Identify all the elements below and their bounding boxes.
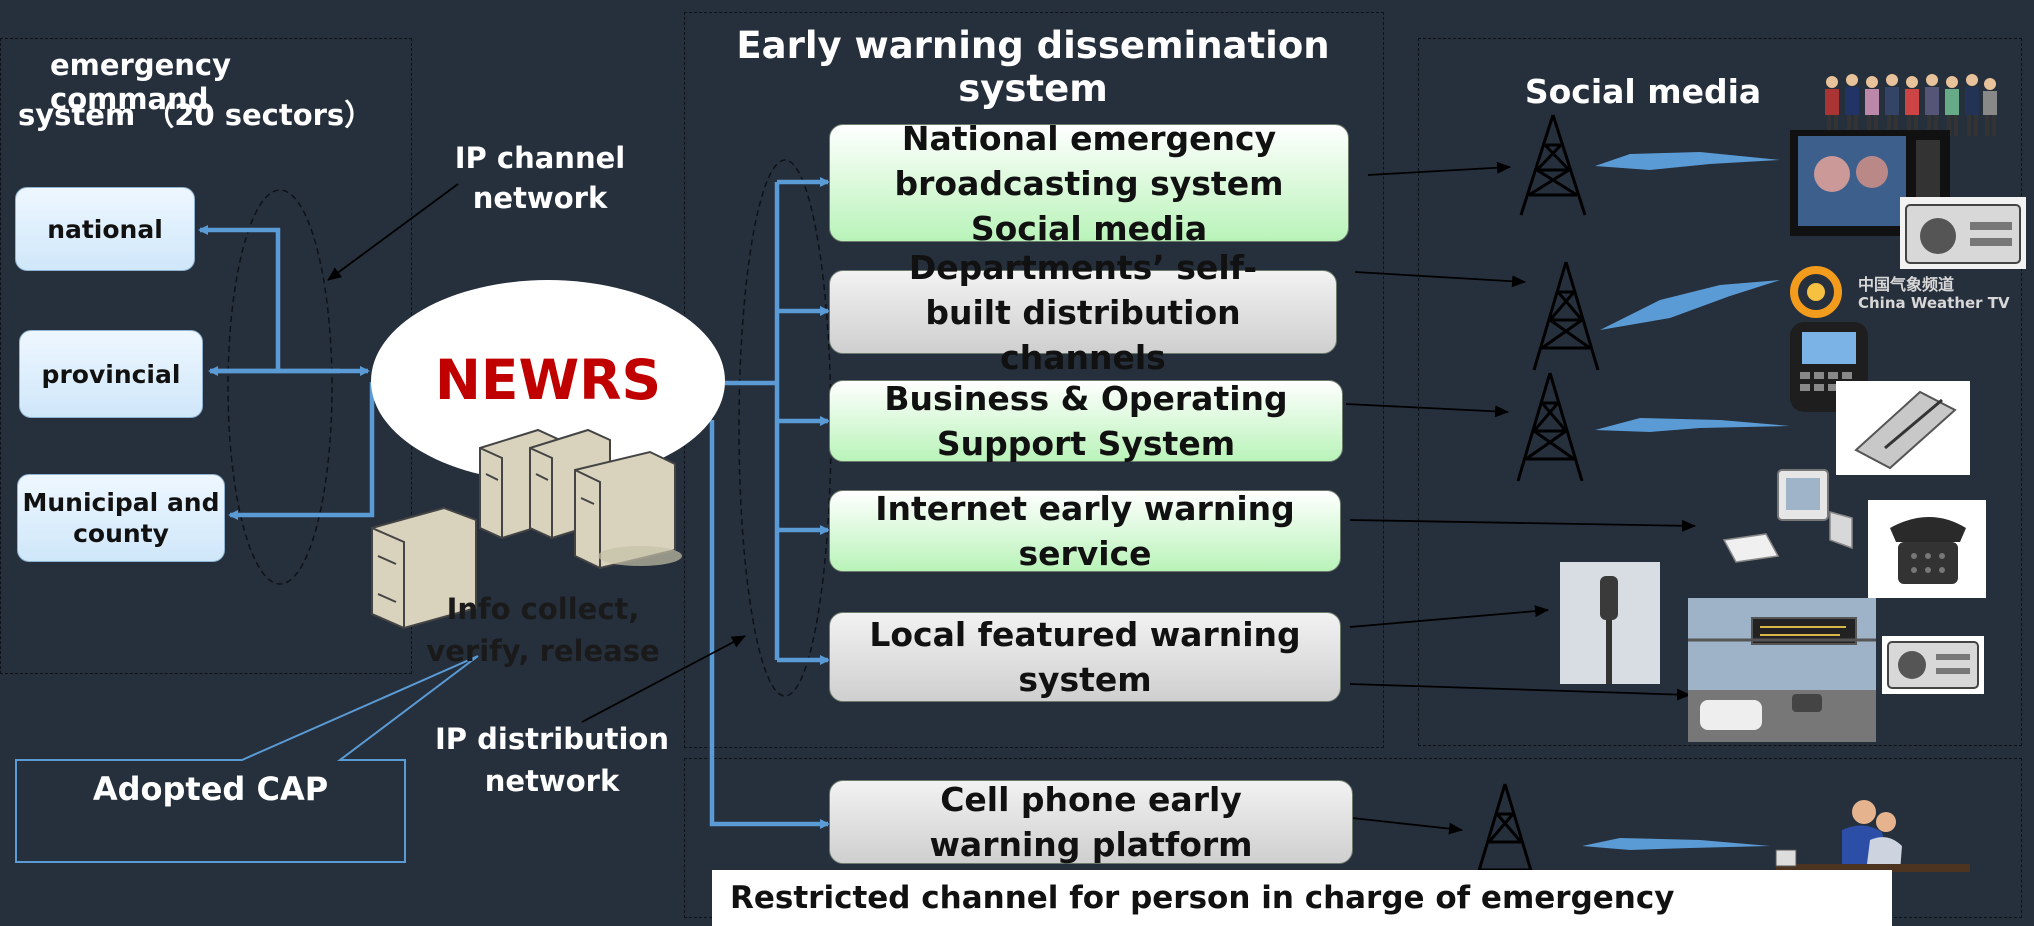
- radio-icon: [1900, 197, 2026, 269]
- highway-sign-icon: [1688, 598, 1876, 742]
- siren-pole-icon: [1560, 562, 1660, 684]
- flip-phone-icon: [1836, 381, 1970, 475]
- weather-tv-logo-en: China Weather TV: [1858, 294, 2010, 312]
- restricted-channel-text: Restricted channel for person in charge …: [730, 880, 1675, 916]
- restricted-channel-banner: Restricted channel for person in charge …: [712, 870, 1892, 926]
- newrs-title: NEWRS: [434, 348, 662, 412]
- command-system-title-line2: system （20 sectors）: [18, 98, 374, 132]
- command-system-title-line1: emergency command: [50, 48, 232, 116]
- signal-wave-icon: [1600, 280, 1780, 330]
- newrs-caption: Info collect, verify, release: [426, 592, 660, 668]
- tower-icon: [1473, 783, 1537, 885]
- tower-icon: [1516, 372, 1584, 482]
- adopted-cap-label: Adopted CAP: [92, 770, 329, 808]
- weather-tv-logo-cn: 中国气象频道: [1858, 275, 1955, 294]
- ip-distribution-label: IP distribution network: [435, 722, 669, 798]
- computer-icon: [1722, 469, 1853, 563]
- ip-channel-label: IP channel network: [454, 141, 626, 215]
- signal-wave-icon: [1582, 838, 1770, 850]
- tower-icon: [1532, 261, 1600, 371]
- signal-wave-icon: [1595, 418, 1790, 432]
- page-title: Early warning dissemination system: [736, 24, 1330, 110]
- municipal-link: [228, 382, 375, 520]
- system-department-channels: Departments’ self-built distribution cha…: [829, 248, 1337, 377]
- telephone-icon: [1868, 500, 1986, 598]
- social-media-label: Social media: [1524, 72, 1762, 111]
- server-icon: [574, 450, 682, 570]
- cap-callout: [15, 655, 479, 863]
- radio-icon: [1882, 636, 1984, 694]
- weather-tv-logo-text: 中国气象频道 China Weather TV: [1858, 275, 2028, 313]
- level-provincial: provincial: [19, 330, 203, 418]
- ip-channel-ellipse: [227, 189, 333, 585]
- system-local-featured: Local featured warning system: [829, 612, 1341, 702]
- level-municipal-county: Municipal and county: [17, 474, 225, 562]
- social-media-frame: [1418, 38, 2022, 746]
- system-national-broadcasting: National emergency broadcasting system S…: [829, 119, 1349, 248]
- tower-icon: [1519, 114, 1587, 216]
- newrs-ellipse: [371, 280, 725, 482]
- server-icon: [371, 506, 477, 630]
- weather-tv-logo-icon: [1790, 266, 1842, 318]
- system-business-operating-support: Business & Operating Support System: [829, 379, 1343, 463]
- level-national: national: [15, 187, 195, 271]
- officials-icon: [1775, 800, 1970, 872]
- dist-branch-cell: [709, 420, 830, 829]
- system-internet-warning: Internet early warning service: [829, 489, 1341, 573]
- crowd-icon: [1825, 74, 1997, 136]
- signal-wave-icon: [1595, 152, 1780, 170]
- cell-phone-platform: Cell phone early warning platform: [829, 780, 1353, 864]
- national-link: [198, 225, 281, 371]
- ip-distribution-ellipse: [738, 159, 832, 697]
